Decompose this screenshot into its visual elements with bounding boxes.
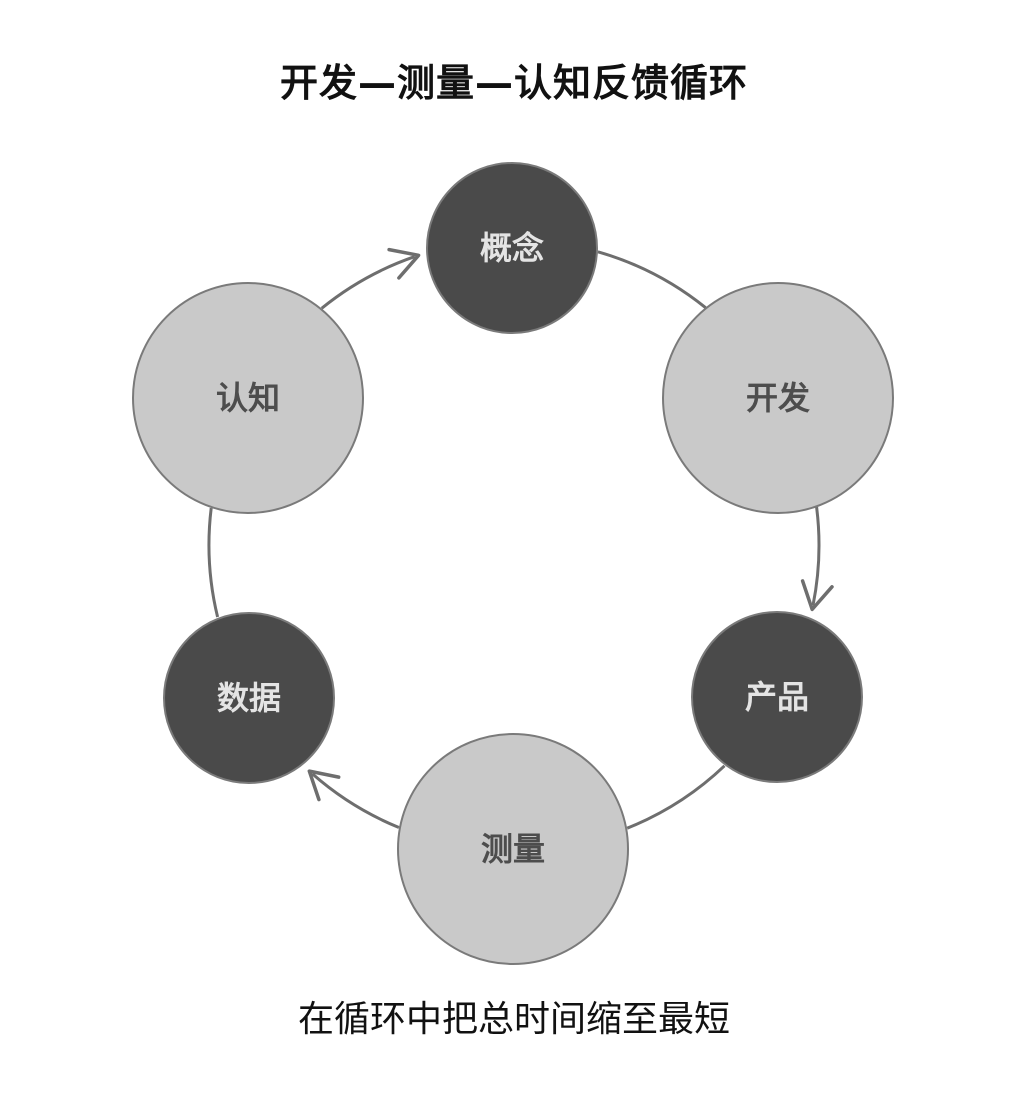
node-product-circle [691,611,863,783]
node-concept-circle [426,162,598,334]
node-product-label: 产品 [745,678,809,716]
node-measure-circle [397,733,629,965]
node-concept-label: 概念 [480,229,544,267]
node-build-circle [662,282,894,514]
arrowhead-learn-to-concept [387,247,421,280]
node-learn-label: 认知 [216,379,280,417]
connector-product-to-measure [626,764,726,830]
node-build: 开发 [662,282,894,514]
page-title: 开发—测量—认知反馈循环 [279,61,748,105]
connector-concept-to-build [597,250,707,309]
arrowhead-build-to-product [800,579,834,612]
node-build-label: 开发 [746,379,810,417]
connector-measure-to-data [311,772,400,829]
node-data: 数据 [163,612,335,784]
node-learn-circle [132,282,364,514]
connectors [207,247,834,830]
node-learn: 认知 [132,282,364,514]
node-data-circle [163,612,335,784]
node-concept: 概念 [426,162,598,334]
node-product: 产品 [691,611,863,783]
node-measure: 测量 [397,733,629,965]
figure-caption: 在循环中把总时间缩至最短 [297,999,730,1040]
connector-build-to-product [811,506,821,606]
node-data-label: 数据 [217,679,281,717]
node-measure-label: 测量 [481,830,545,868]
connector-data-to-learn [207,507,220,618]
arrowhead-measure-to-data [307,769,341,802]
connector-learn-to-concept [320,255,416,310]
